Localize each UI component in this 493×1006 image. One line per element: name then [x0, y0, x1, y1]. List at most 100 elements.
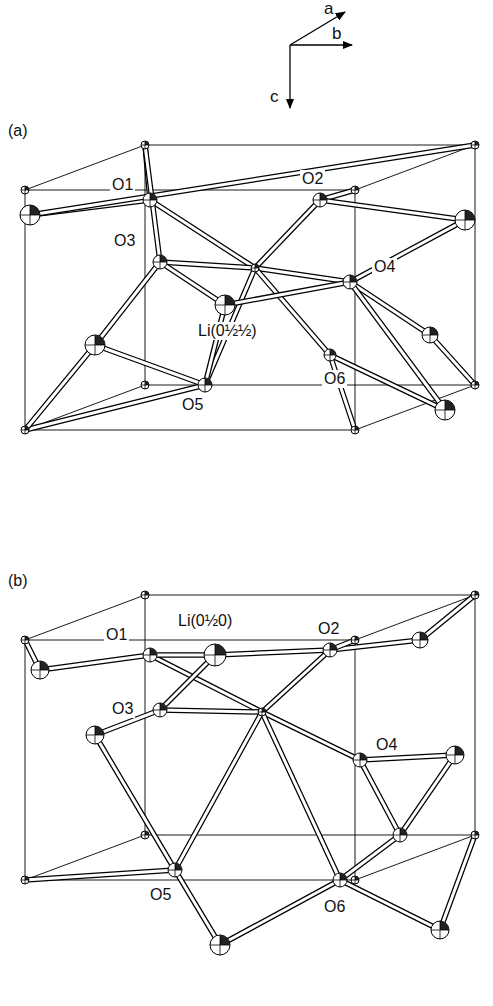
bond-rod [255, 268, 330, 355]
atom-octant [160, 703, 167, 710]
atom-axis [350, 275, 351, 289]
bond-rod [30, 145, 475, 215]
atom-octant [205, 378, 212, 385]
atom-octant [475, 591, 479, 595]
bond-rod [95, 345, 205, 385]
atom-axis [220, 935, 221, 955]
atom-ellipsoid [20, 205, 40, 225]
atom-ellipsoid [143, 193, 157, 207]
atom-label: Li(0½0) [176, 612, 234, 630]
bond-rod [350, 220, 465, 282]
bond-rod-core [30, 145, 475, 215]
atom-octant [25, 876, 29, 880]
atom-axis [150, 193, 151, 207]
bond-rod-core [150, 200, 255, 268]
atom-octant [355, 186, 359, 190]
bond-rod-core [160, 262, 225, 305]
cell-edge [475, 145, 476, 385]
bond-rod-core [360, 760, 400, 835]
bond-rod [25, 345, 95, 430]
atom-axis [40, 661, 41, 679]
bond-rod [350, 282, 430, 335]
atom-octant [145, 591, 149, 595]
bond-rod [40, 655, 150, 670]
atom-label: O5 [148, 886, 173, 904]
bond-rod [150, 655, 262, 712]
bond-rod [330, 640, 420, 650]
atom-axis [25, 186, 26, 194]
atom-axis [475, 381, 476, 389]
bond-rod [360, 755, 455, 760]
atom-axis [360, 753, 361, 767]
atom-octant [355, 876, 359, 880]
cell-edge [25, 880, 355, 881]
atom-axis [355, 426, 356, 434]
atom-octant [145, 831, 149, 835]
atom-ellipsoid [351, 186, 359, 194]
atom-octant [145, 381, 149, 385]
bond-rod-core [320, 200, 465, 220]
atom-ellipsoid [471, 831, 479, 839]
axis-arrows [290, 12, 352, 108]
atom-octant [95, 726, 104, 735]
atom-axis [30, 205, 31, 225]
bond-rod [175, 712, 262, 870]
atom-axis [420, 632, 421, 648]
bond-rod-core [160, 262, 255, 268]
atom-ellipsoid [85, 335, 105, 355]
atom-axis [400, 828, 401, 842]
atom-octant [220, 935, 230, 945]
atom-ellipsoid [215, 295, 235, 315]
atom-ellipsoid [86, 726, 104, 744]
atom-axis [145, 591, 146, 599]
atom-ellipsoid [313, 193, 327, 207]
atom-ellipsoid [446, 746, 464, 764]
bond-rod-core [262, 650, 330, 712]
bond-rod [25, 870, 175, 880]
atom-axis [95, 335, 96, 355]
atom-axis [475, 591, 476, 599]
atom-octant [465, 210, 475, 220]
atom-ellipsoid [21, 636, 29, 644]
bond-rod [262, 650, 330, 712]
cell-edge [25, 430, 355, 431]
atom-octant [215, 644, 226, 655]
atom-ellipsoid [251, 264, 259, 272]
atom-axis [175, 863, 176, 877]
atom-octant [262, 708, 266, 712]
cell-edge [355, 385, 475, 430]
atom-ellipsoid [471, 591, 479, 599]
atom-octant [40, 661, 49, 670]
bond-rod-core [340, 835, 400, 880]
atom-ellipsoid [351, 636, 359, 644]
atom-label: O6 [322, 898, 347, 916]
atom-octant [25, 426, 29, 430]
bond-rod [255, 200, 320, 268]
atom-label: O1 [104, 626, 129, 644]
bond-rod [262, 712, 340, 880]
bond-rod-core [95, 735, 175, 870]
atom-axis [145, 381, 146, 389]
atom-ellipsoid [435, 400, 455, 420]
bond-rod-core [175, 712, 262, 870]
atom-label: O2 [300, 170, 325, 188]
atom-octant [320, 193, 327, 200]
bond-rod-core [262, 712, 360, 760]
atom-axis [355, 186, 356, 194]
atom-axis [205, 378, 206, 392]
bond-rod-core [340, 880, 440, 930]
atom-label: O2 [316, 620, 341, 638]
atom-axis [25, 426, 26, 434]
unit-cell [21, 591, 479, 955]
atom-ellipsoid [471, 381, 479, 389]
bond-rod-core [255, 268, 330, 355]
atom-ellipsoid [31, 661, 49, 679]
atom-octant [225, 295, 235, 305]
cell-edge [145, 145, 475, 146]
bond-rod [400, 755, 455, 835]
atom-octant [145, 141, 149, 145]
atom-octant [330, 643, 337, 650]
bond-rod-core [25, 345, 95, 430]
atom-axis [95, 726, 96, 744]
